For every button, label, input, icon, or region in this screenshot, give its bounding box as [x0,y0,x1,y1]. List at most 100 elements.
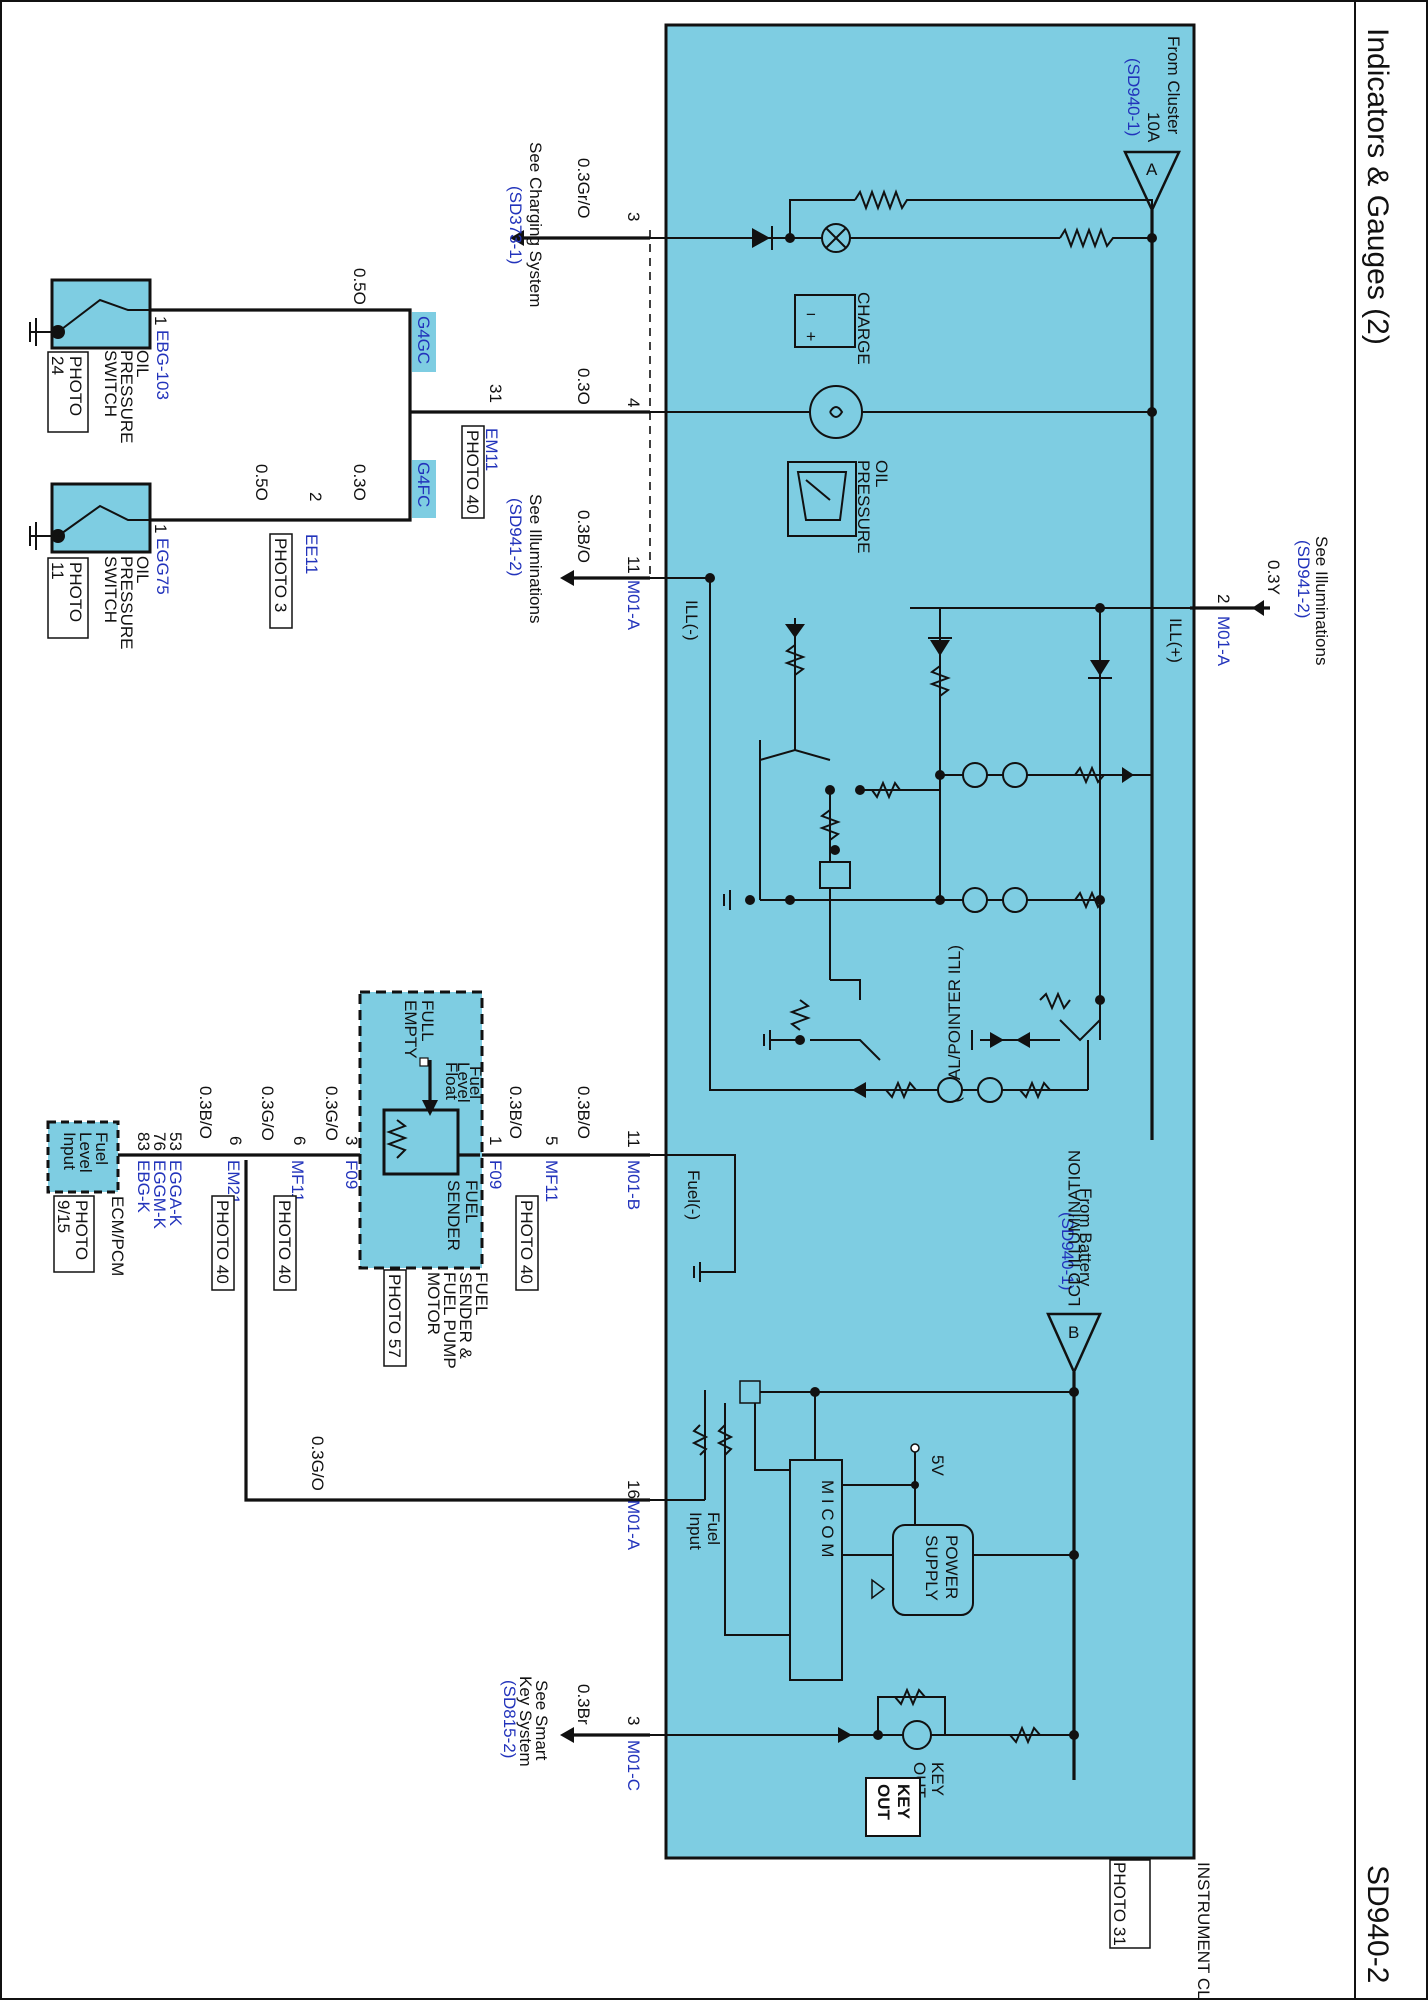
g4gc-tag [412,312,436,372]
pin-3-charge: 3 [624,212,643,221]
junction-dot [1147,407,1157,417]
feed-b-letter: B [1068,1323,1079,1342]
junction-dot [785,233,795,243]
lcd-resistor-2 [885,1080,917,1100]
junction-dot [785,895,795,905]
wire-fuel-bo3: 0.3B/O [196,1086,215,1139]
key-bypass-wire [877,1696,946,1735]
feed-a-ref: (SD940-1) [1124,58,1143,136]
oil-switch-2-l2: PRESSURE [117,556,136,650]
g4fc-tag [412,460,436,518]
oil-switch-1-body [50,278,152,350]
pin-1-oil2: 1 [151,524,170,533]
pin-1-oil1: 1 [151,316,170,325]
ecm-photo-2: 9/15 [54,1200,73,1233]
ref-key-2: Key System [516,1676,535,1767]
feed-b-from: From Battery [1076,1188,1095,1287]
ill-branch-diode [930,640,950,656]
junction-dot [935,770,945,780]
pin-16: 16 [624,1480,643,1499]
ref-ill-1: See Illuminations [526,494,545,623]
junction-dot [705,573,715,583]
ref-ill-1-code: (SD941-2) [506,498,525,576]
dial-led-4 [962,887,988,913]
power-supply-label-1: POWER [942,1535,961,1599]
pin-5-mf11: 5 [542,1136,561,1145]
fuel-full-label: FULL [418,1000,437,1042]
junction-dot [1095,995,1105,1005]
oil-switch-1-wire [150,308,412,412]
oil-switch-1-l2: PRESSURE [117,350,136,444]
cluster-photo-box [1109,1859,1151,1949]
oil-switch-2-photo-box [47,557,89,639]
key-box-label-2: OUT [874,1784,893,1821]
net-resistor-5 [1039,991,1071,1011]
wire-fuel-bo2: 0.3B/O [506,1086,525,1139]
oil-switch-2-contact [57,504,150,537]
pin-6-em21: 6 [226,1136,245,1145]
pin-4-oil: 4 [624,398,643,407]
pin-53: 53 [166,1132,185,1151]
dial-led-1 [1002,762,1028,788]
net-wire [830,979,861,1000]
oil-switch-2-photo-1: PHOTO [66,562,85,622]
oil-switch-2-l3: SWITCH [101,556,120,623]
fuel-input-resistor-2 [716,1424,734,1456]
dial-led-resistor-1 [1074,765,1105,785]
key-out-box [865,1777,921,1837]
feed-a-fuse: 10A [1144,112,1163,143]
fuel-float-l3: Float [442,1062,461,1100]
lcd-led-1 [977,1077,1003,1103]
wire-oil2b: 0.3O [350,464,369,501]
oil-switch-2-body [50,482,152,554]
pin-3-f09: 3 [342,1136,361,1145]
ill-minus-arrow [560,570,574,586]
micom-block [789,1459,843,1681]
junction-dot [825,785,835,795]
ground-triangle [871,1578,886,1600]
ref-charging-code: (SD373-1) [506,186,525,264]
ecm-name: ECM/PCM [108,1196,127,1276]
pin-11-ill: 11 [624,556,643,574]
conn-m01b: M01-B [624,1160,643,1210]
ref-charging: See Charging System [526,142,545,307]
ecm-photo-box [53,1195,95,1273]
oil-switch-1-photo-1: PHOTO [66,356,85,416]
pin-2-ill: 2 [1214,594,1233,603]
fuel-module-title-2: SENDER & [456,1272,475,1360]
pin-11-fuel: 11 [624,1130,643,1148]
oil-switch-1-l1: OIL [133,350,152,377]
conn-m01c: M01-C [624,1740,643,1791]
conn-egga-k: EGGA-K [166,1160,185,1227]
ill-diode [1090,660,1110,676]
fuel-minus-label: Fuel(-) [684,1170,703,1220]
ref-ill-2: See Illuminations [1312,536,1331,665]
net-resistor-3 [819,809,841,841]
pin-76: 76 [150,1132,169,1151]
conn-ebg103: EBG-103 [153,330,172,400]
regulator-block [739,1380,761,1404]
net-wire [754,1403,790,1471]
conn-em11: EM11 [482,428,501,471]
feed-a-letter: A [1146,160,1158,179]
mf11-b-photo-box [273,1195,297,1291]
battery-minus-sign: − [806,305,816,324]
fuel-float-l1: Fuel [466,1066,485,1099]
conn-eggm-k: EGGM-K [150,1160,169,1230]
dial-led-2 [962,762,988,788]
oil-switch-1-contact [57,298,150,333]
oil-switch-2-l1: OIL [133,556,152,583]
feed-b-ref: (SD940-1) [1058,1212,1077,1290]
junction-dot [1069,1730,1079,1740]
junction-dot [1069,1550,1079,1560]
pin-2-ee11: 2 [306,492,325,501]
wire-oil-o: 0.3O [574,368,593,405]
ref-key-1: See Smart [532,1680,551,1761]
net-resistor [784,644,806,676]
wire-oil1: 0.5O [350,268,369,305]
charge-resistor-gap [1060,228,1118,248]
fuel-float-icon [419,1057,429,1067]
fuel-input-wire [244,1160,650,1502]
